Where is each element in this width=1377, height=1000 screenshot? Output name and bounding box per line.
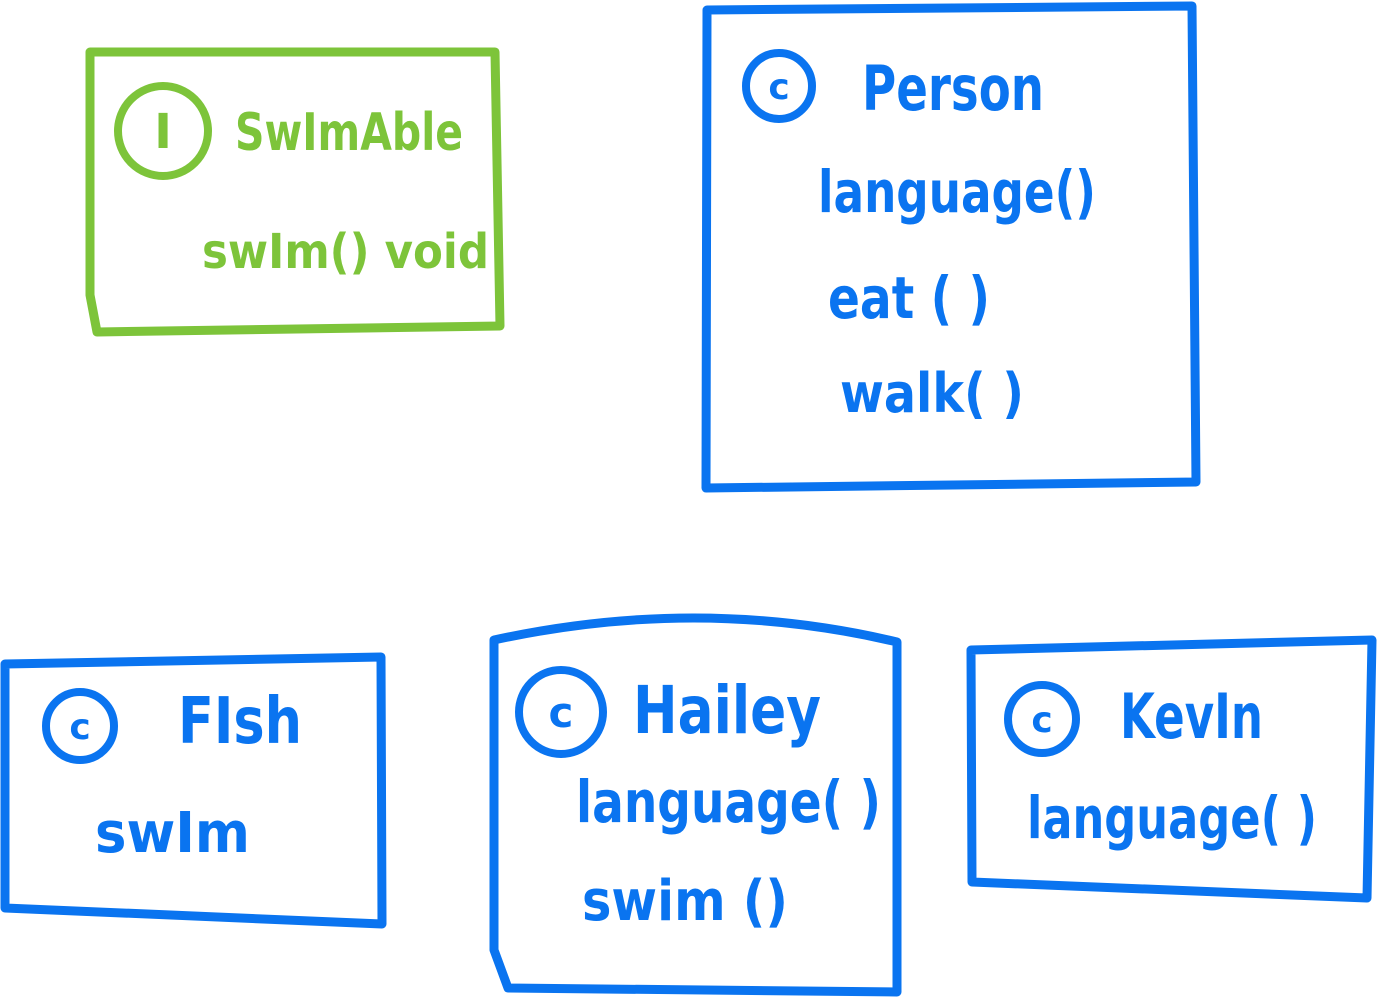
fish-badge-letter: c bbox=[69, 707, 90, 748]
class-badge-icon bbox=[1004, 681, 1080, 757]
swimable-interface-node: I SwImAble swIm() void bbox=[85, 47, 505, 337]
kevin-box bbox=[966, 635, 1377, 903]
class-badge-icon bbox=[42, 688, 118, 764]
fish-box bbox=[0, 652, 387, 929]
person-member-eat: eat ( ) bbox=[828, 264, 990, 332]
person-title: Person bbox=[862, 52, 1044, 125]
hailey-class-node: c Hailey language( ) swim () bbox=[489, 613, 902, 997]
class-badge-icon bbox=[742, 49, 816, 123]
person-member-language: language() bbox=[818, 158, 1096, 226]
hailey-badge-letter: c bbox=[549, 688, 574, 737]
class-badge-icon bbox=[515, 666, 607, 758]
person-class-node: c Person language() eat ( ) walk( ) bbox=[701, 1, 1201, 493]
fish-member-swim: swIm bbox=[95, 801, 250, 866]
hailey-member-language: language( ) bbox=[576, 768, 881, 836]
person-box bbox=[701, 1, 1201, 493]
person-badge-letter: c bbox=[768, 67, 789, 108]
swimable-title: SwImAble bbox=[235, 103, 463, 163]
kevin-member-language: language( ) bbox=[1027, 784, 1317, 852]
swimable-member-swim: swIm() void bbox=[202, 224, 489, 280]
kevin-title: KevIn bbox=[1120, 680, 1263, 753]
hailey-title: Hailey bbox=[633, 672, 821, 749]
fish-title: FIsh bbox=[178, 685, 302, 759]
kevin-badge-letter: c bbox=[1031, 700, 1052, 741]
swimable-badge-letter: I bbox=[154, 104, 172, 160]
swimable-box bbox=[85, 47, 505, 337]
kevin-class-node: c KevIn language( ) bbox=[966, 635, 1377, 903]
hailey-member-swim: swim () bbox=[582, 869, 788, 934]
interface-badge-icon bbox=[114, 82, 212, 180]
fish-class-node: c FIsh swIm bbox=[0, 652, 387, 929]
person-member-walk: walk( ) bbox=[840, 362, 1024, 425]
hailey-box bbox=[489, 613, 902, 997]
